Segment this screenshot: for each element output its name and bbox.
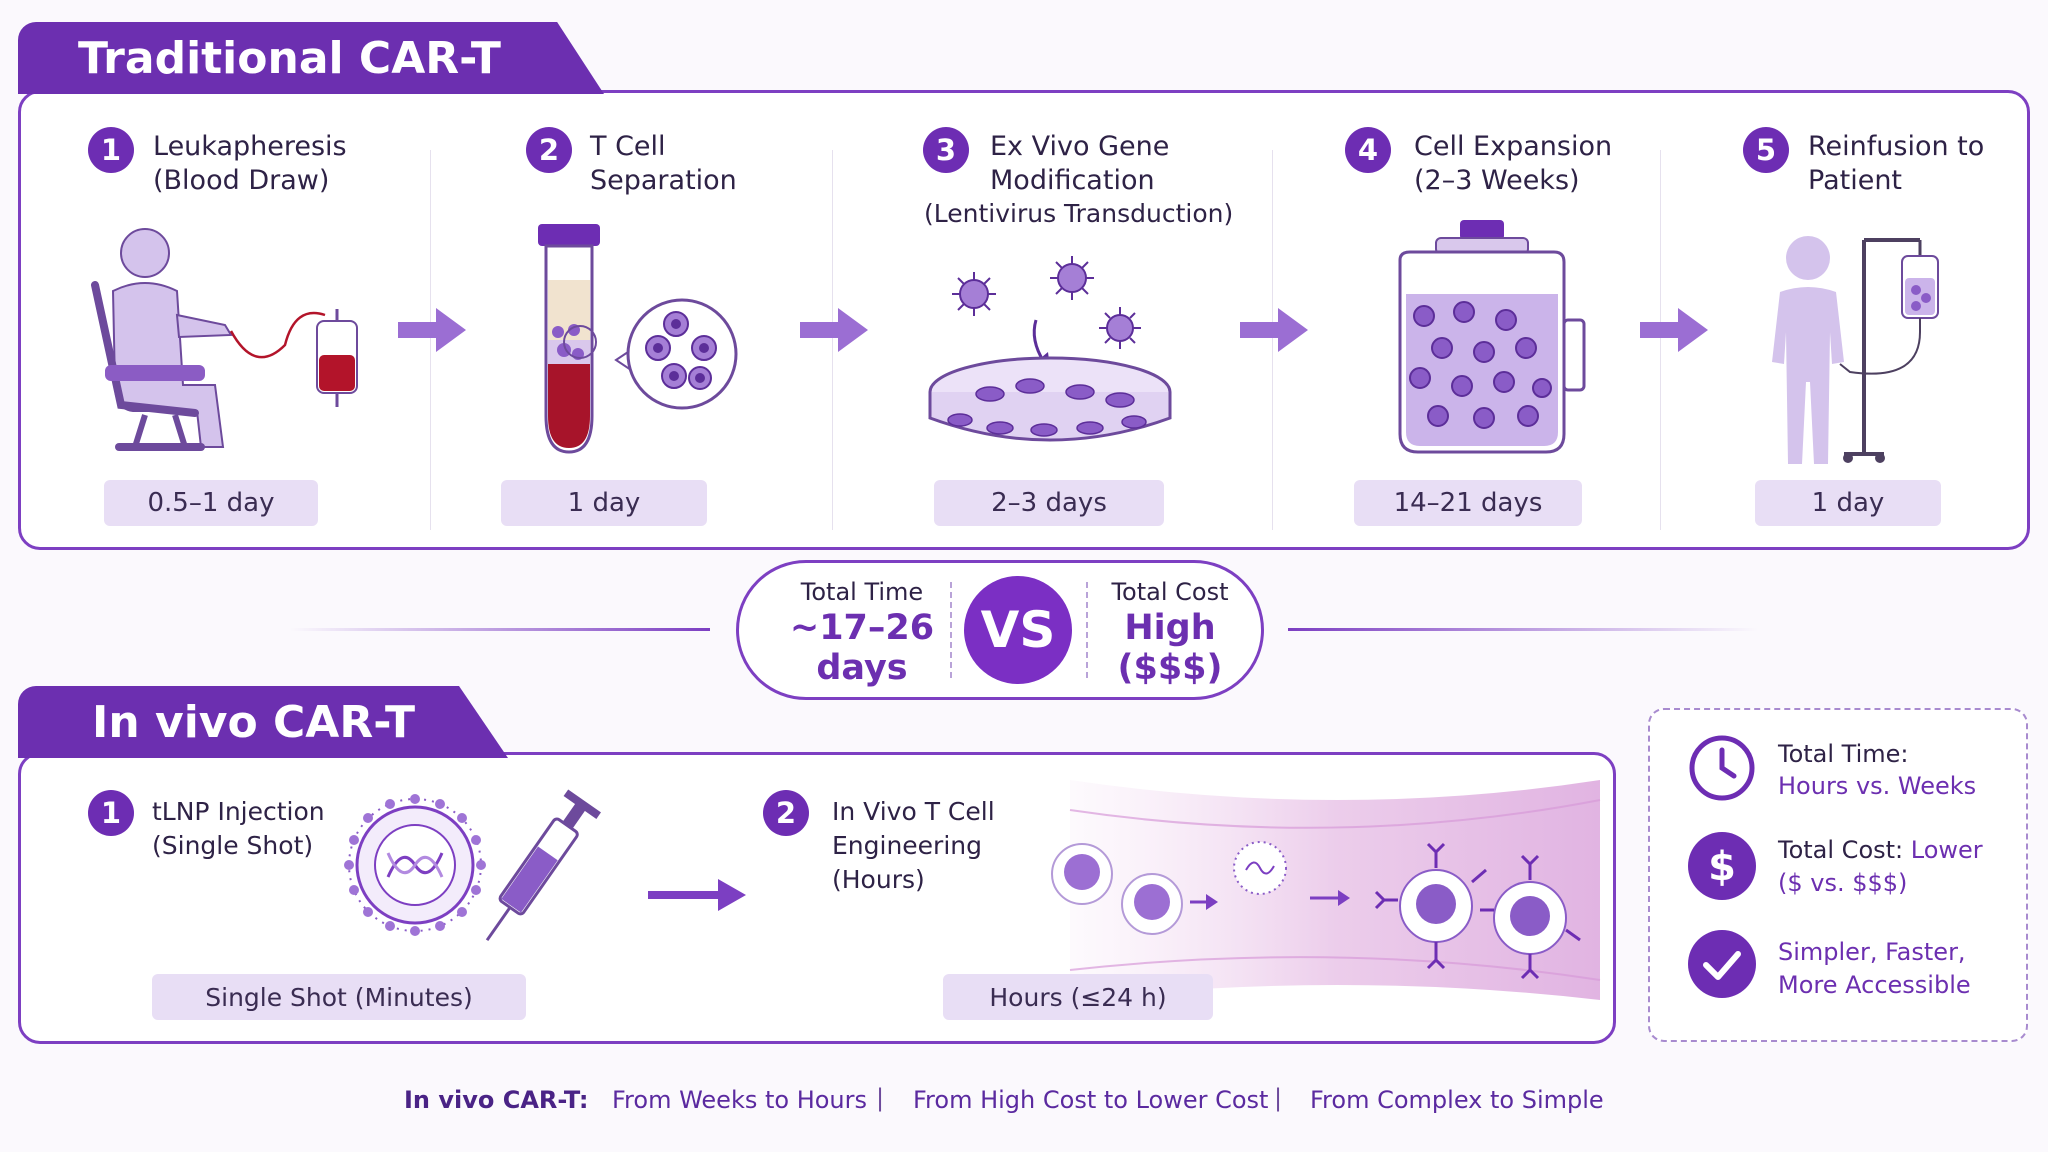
benefit-time: Total Time: Hours vs. Weeks [1778, 740, 1977, 800]
divider [430, 150, 431, 530]
benefit-simpler: Simpler, Faster,More Accessible [1778, 938, 1971, 999]
check-icon [1688, 930, 1756, 998]
bioreactor-jar-icon [1398, 220, 1586, 454]
divider [1086, 582, 1088, 678]
lnp-syringe-icon [344, 789, 601, 942]
step-title: Cell Expansion(2–3 Weeks) [1414, 131, 1613, 196]
divider [950, 582, 952, 678]
patient-iv-drip-icon [1772, 236, 1939, 464]
divider [832, 150, 833, 530]
footer-item: From Complex to Simple [1310, 1086, 1604, 1114]
step-number: 2 [526, 127, 572, 173]
step-number: 5 [1743, 127, 1789, 173]
total-time-label: Total Time [800, 578, 924, 606]
arrow-right-icon [800, 308, 868, 352]
step-title: tLNP Injection(Single Shot) [152, 797, 325, 860]
step-number: 1 [88, 127, 134, 173]
footer-lead: In vivo CAR-T: [404, 1086, 589, 1114]
arrow-right-icon [648, 879, 746, 911]
test-tube-cells-icon [538, 224, 738, 454]
duration-pill: Single Shot (Minutes) [152, 974, 526, 1020]
comparison-line-left [290, 628, 710, 631]
step-number: 2 [763, 790, 809, 836]
duration-pill: 1 day [1755, 480, 1941, 526]
divider [1272, 150, 1273, 530]
clock-icon [1689, 735, 1755, 801]
step-subtitle: (Lentivirus Transduction) [924, 199, 1234, 228]
traditional-panel [18, 90, 2030, 550]
step-title: Leukapheresis(Blood Draw) [153, 131, 347, 196]
footer-item: From High Cost to Lower Cost [913, 1086, 1269, 1114]
arrow-right-icon [398, 308, 466, 352]
duration-pill: Hours (≤24 h) [943, 974, 1213, 1020]
total-cost-value: High($$$) [1117, 608, 1223, 688]
dollar-icon: $ [1688, 832, 1756, 900]
benefit-cost: Total Cost: Lower ($ vs. $$$) [1778, 836, 1983, 897]
step-number: 3 [923, 127, 969, 173]
duration-pill: 0.5–1 day [104, 480, 318, 526]
step-number: 4 [1345, 127, 1391, 173]
duration-pill: 1 day [501, 480, 707, 526]
footer-separator: | [876, 1084, 885, 1112]
step-number: 1 [88, 790, 134, 836]
arrow-right-icon [1240, 308, 1308, 352]
petri-dish-virus-icon [928, 256, 1172, 442]
duration-pill: 14–21 days [1354, 480, 1582, 526]
footer-item: From Weeks to Hours [612, 1086, 868, 1114]
patient-chair-blood-bag-icon [91, 228, 358, 451]
traditional-title: Traditional CAR-T [18, 22, 604, 94]
total-cost-label: Total Cost [1111, 578, 1229, 606]
blood-vessel-cells-icon [1051, 780, 1601, 1000]
footer-separator: | [1274, 1084, 1283, 1112]
vs-badge: VS [964, 576, 1072, 684]
comparison-line-right [1288, 628, 1758, 631]
invivo-title: In vivo CAR-T [18, 686, 508, 758]
svg-text:$: $ [1708, 844, 1736, 890]
duration-pill: 2–3 days [934, 480, 1164, 526]
divider [1660, 150, 1661, 530]
arrow-right-icon [1640, 308, 1708, 352]
